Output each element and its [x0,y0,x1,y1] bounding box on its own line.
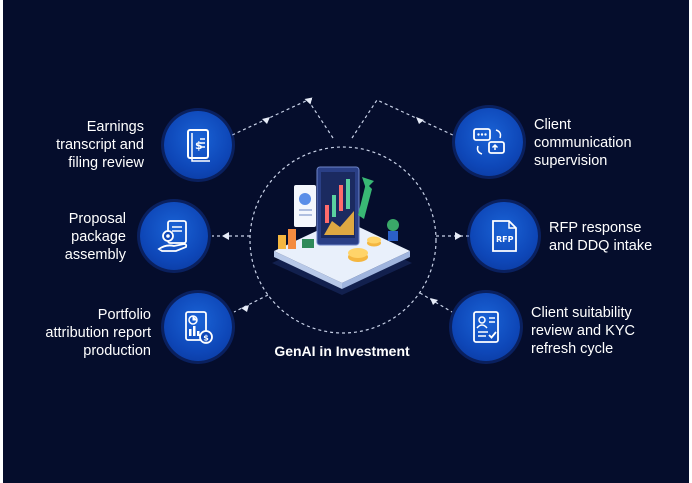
label-proposal-assembly: Proposal package assembly [64,211,126,263]
svg-text:$: $ [203,334,209,343]
arrow-portfolio [241,305,249,312]
label-earnings-review: Earnings transcript and filing review [56,119,144,171]
connector-earnings [229,97,334,139]
profile-checklist-icon [473,311,499,343]
client-suitability-node [452,293,520,361]
arrow-client-communication [416,117,424,124]
label-portfolio-attribution: Portfolio attribution report production [45,307,151,359]
hand-gear-document-icon [157,220,188,252]
chat-exchange-icon [473,128,505,155]
connector-portfolio [233,294,269,313]
arrow-proposal [222,232,229,240]
connector-client-communication [351,99,456,139]
arrow-rfp [455,232,462,240]
arrow-suitability [430,298,438,305]
svg-text:RFP: RFP [496,235,514,244]
svg-text:$: $ [195,139,203,152]
earnings-review-node: $ [164,111,232,179]
client-communication-node [455,108,523,176]
proposal-assembly-node [140,202,208,270]
arrow-earnings [262,117,270,124]
investment-illustration [272,166,412,295]
connector-suitability [419,292,453,313]
center-label: GenAI in Investment [274,343,410,359]
center-ring [249,146,437,334]
rfp-response-node: RFP [470,202,538,270]
label-client-suitability: Client suitability review and KYC refres… [531,305,635,357]
rfp-document-icon: RFP [492,220,517,252]
document-dollar-icon: $ [187,129,210,162]
label-client-communication: Client communication supervision [534,117,632,169]
report-chart-dollar-icon: $ [185,311,213,344]
label-rfp-response: RFP response and DDQ intake [549,220,653,254]
portfolio-attribution-node: $ [164,293,232,361]
